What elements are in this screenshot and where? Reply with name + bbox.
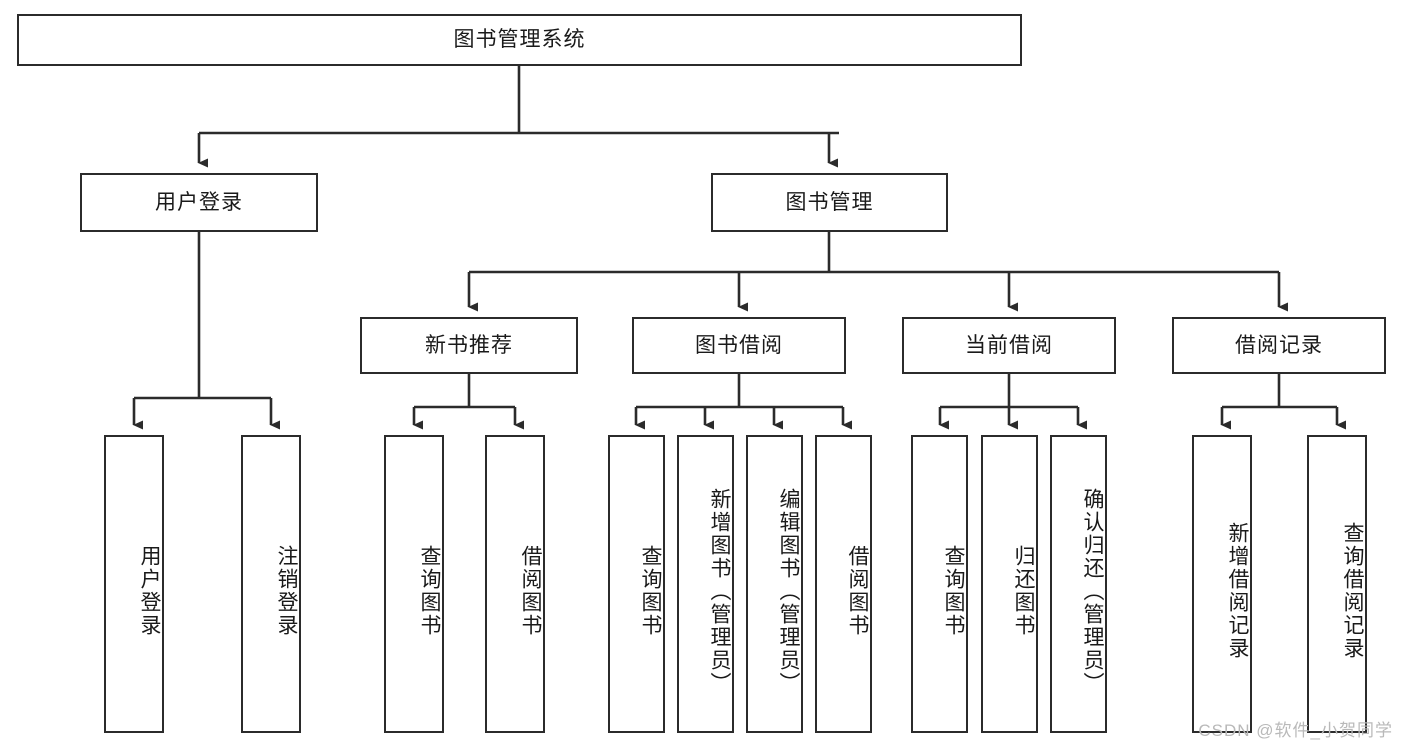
leaf-user-login-login[interactable]: 用户登录 — [104, 435, 164, 733]
leaf-current-borrow-return-book[interactable]: 归还图书 — [981, 435, 1038, 733]
leaf-current-borrow-query-book[interactable]: 查询图书 — [911, 435, 968, 733]
node-label: 图书管理系统 — [453, 28, 586, 52]
node-label: 归还图书 — [1012, 545, 1035, 637]
node-label: 确认归还（管理员） — [1081, 487, 1104, 695]
node-borrow-record[interactable]: 借阅记录 — [1172, 317, 1386, 374]
node-label: 编辑图书（管理员） — [777, 487, 800, 695]
node-label: 图书借阅 — [695, 333, 783, 357]
leaf-borrow-record-query-record[interactable]: 查询借阅记录 — [1307, 435, 1367, 733]
node-book-borrow[interactable]: 图书借阅 — [632, 317, 846, 374]
leaf-new-book-query-book[interactable]: 查询图书 — [384, 435, 444, 733]
node-label: 图书管理 — [785, 190, 874, 214]
node-label: 用户登录 — [155, 190, 243, 214]
node-root-book-management-system[interactable]: 图书管理系统 — [17, 14, 1022, 66]
node-book-management[interactable]: 图书管理 — [711, 173, 948, 232]
node-label: 借阅图书 — [846, 545, 869, 637]
node-label: 借阅图书 — [519, 545, 542, 637]
node-label: 借阅记录 — [1235, 333, 1323, 357]
node-label: 用户登录 — [138, 545, 161, 637]
node-label: 当前借阅 — [965, 333, 1053, 357]
node-label: 查询图书 — [418, 545, 441, 637]
node-label: 查询借阅记录 — [1341, 522, 1364, 660]
csdn-watermark: CSDN @软件_小贺同学 — [1198, 721, 1393, 740]
leaf-book-borrow-edit-book-admin[interactable]: 编辑图书（管理员） — [746, 435, 803, 733]
leaf-book-borrow-add-book-admin[interactable]: 新增图书（管理员） — [677, 435, 734, 733]
leaf-new-book-borrow-book[interactable]: 借阅图书 — [485, 435, 545, 733]
node-label: 查询图书 — [639, 545, 662, 637]
node-label: 注销登录 — [275, 545, 298, 637]
leaf-borrow-record-add-record[interactable]: 新增借阅记录 — [1192, 435, 1252, 733]
node-label: 新增图书（管理员） — [708, 487, 731, 695]
node-user-login[interactable]: 用户登录 — [80, 173, 318, 232]
leaf-current-borrow-confirm-return-admin[interactable]: 确认归还（管理员） — [1050, 435, 1107, 733]
leaf-book-borrow-query-book[interactable]: 查询图书 — [608, 435, 665, 733]
leaf-book-borrow-borrow-book[interactable]: 借阅图书 — [815, 435, 872, 733]
node-new-book-recommend[interactable]: 新书推荐 — [360, 317, 578, 374]
leaf-user-login-logout[interactable]: 注销登录 — [241, 435, 301, 733]
node-label: 新书推荐 — [425, 333, 513, 357]
node-label: 新增借阅记录 — [1226, 522, 1249, 660]
node-label: 查询图书 — [942, 545, 965, 637]
node-current-borrow[interactable]: 当前借阅 — [902, 317, 1116, 374]
